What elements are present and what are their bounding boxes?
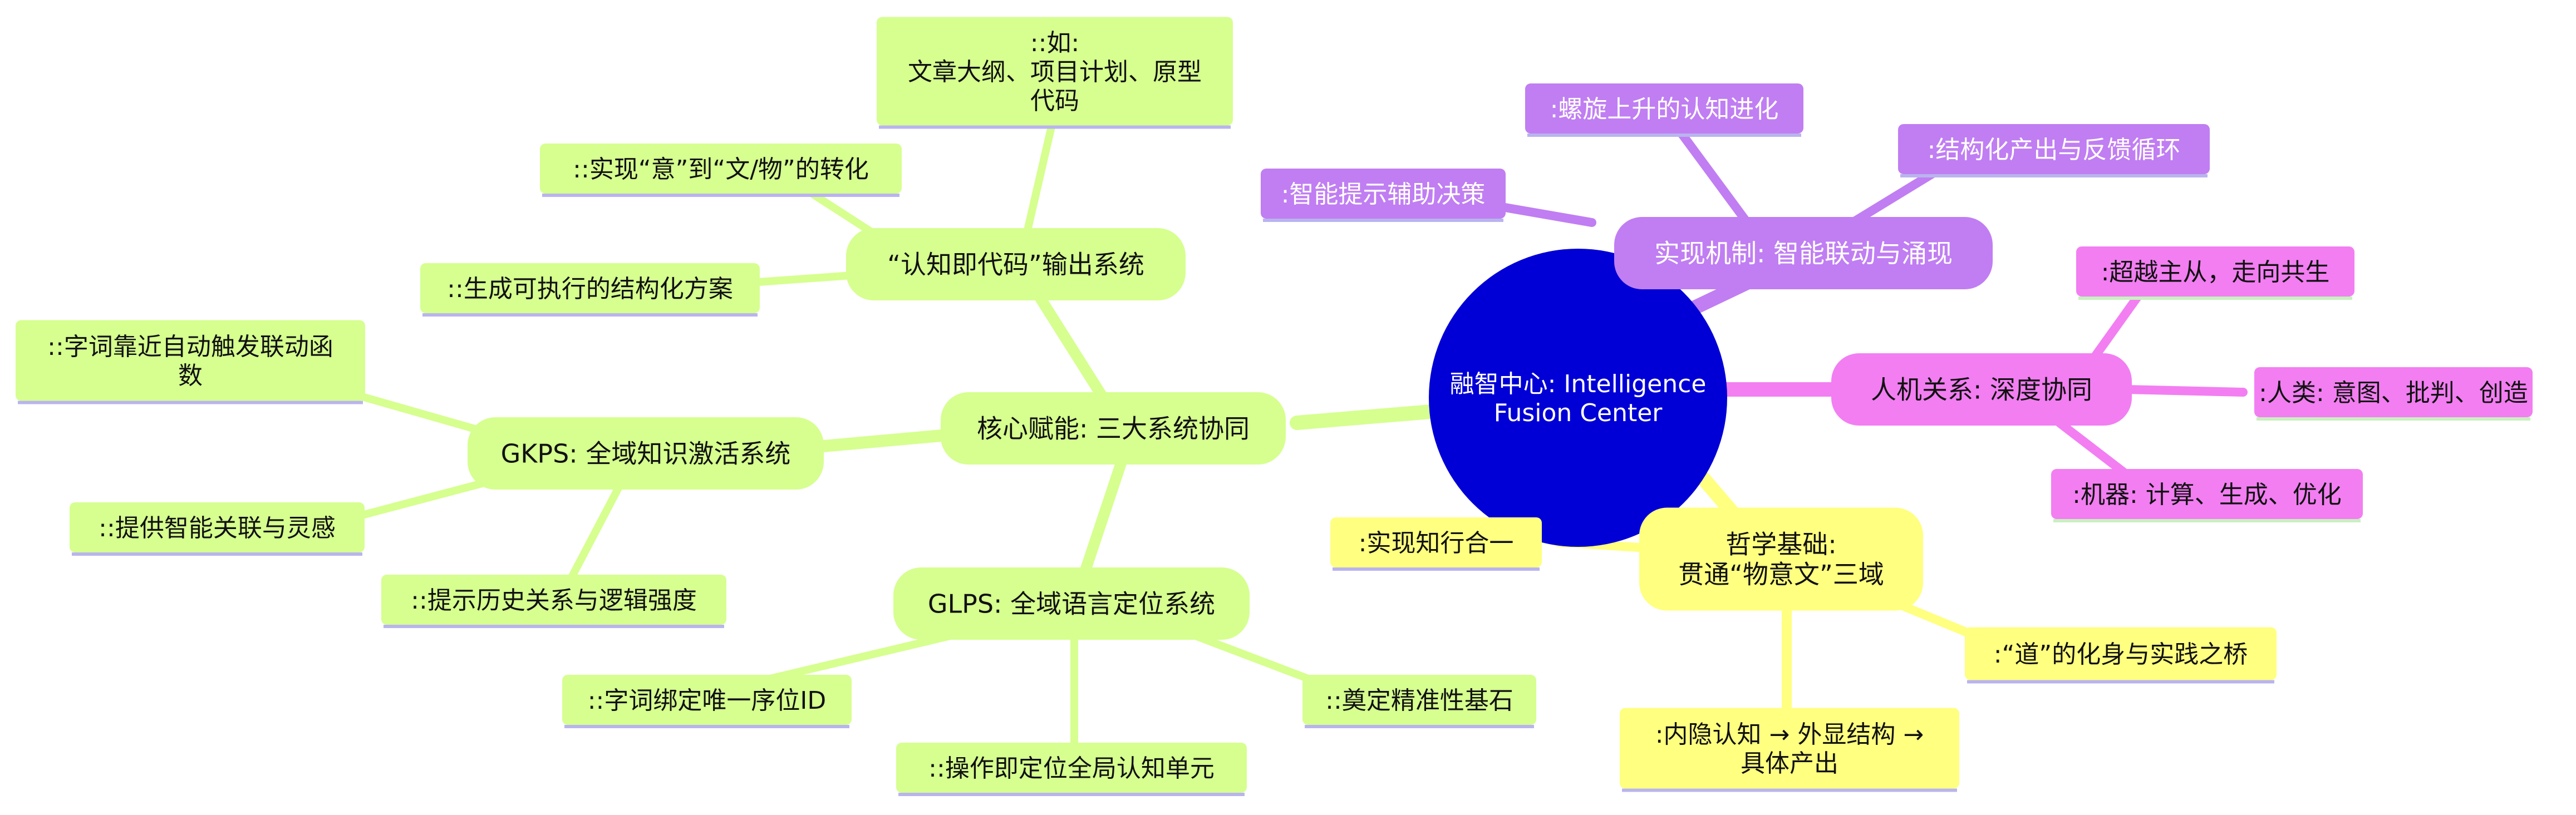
mechanism-leaf-node: :螺旋上升的认知进化 [1525,83,1803,137]
gkps-node: GKPS: 全域知识激活系统 [468,417,824,490]
output-leaf-node-shape [877,17,1233,126]
relation-node: 人机关系: 深度协同 [1831,353,2132,426]
mechanism-leaf-node: :智能提示辅助决策 [1261,169,1506,222]
philosophy-node-text: 贯通“物意文”三域 [1678,560,1884,590]
edge-center-core [1290,404,1438,430]
relation-leaf-node: :机器: 计算、生成、优化 [2051,469,2363,522]
gkps-leaf-node-text: 数 [178,362,203,390]
mechanism-leaf-node-text: :结构化产出与反馈循环 [1928,136,2181,164]
glps-leaf-node: ::操作即定位全局认知单元 [896,743,1247,796]
output-leaf-node-shape [420,263,760,313]
mechanism-leaf-node-shape [1261,169,1506,219]
output-system-node-shape [846,228,1186,300]
mechanism-node-text: 实现机制: 智能联动与涌现 [1654,239,1953,269]
philosophy-leaf-node-shape [1330,517,1542,567]
gkps-node-text: GKPS: 全域知识激活系统 [501,439,791,469]
mechanism-leaf-node: :结构化产出与反馈循环 [1898,124,2210,177]
philosophy-node: 哲学基础:贯通“物意文”三域 [1639,507,1923,611]
gkps-leaf-node: ::提供智能关联与灵感 [70,502,365,556]
glps-leaf-node-shape [1302,675,1536,725]
glps-node-text: GLPS: 全域语言定位系统 [928,589,1215,619]
relation-leaf-node-shape [2254,367,2533,417]
relation-leaf-node-text: :人类: 意图、批判、创造 [2259,379,2528,407]
output-leaf-node-text: 文章大纲、项目计划、原型 [908,58,1202,86]
gkps-node-shape [468,417,824,490]
philosophy-leaf-node-shape [1965,627,2277,680]
relation-leaf-node-shape [2076,246,2354,297]
gkps-leaf-node: ::提示历史关系与逻辑强度 [381,575,726,628]
philosophy-leaf-node-text: :内隐认知 → 外显结构 → [1655,720,1924,749]
glps-leaf-node-shape [562,675,852,725]
philosophy-node-shape [1639,507,1923,611]
center-node-shape [1429,249,1727,547]
mechanism-leaf-node-text: :螺旋上升的认知进化 [1550,95,1779,124]
output-leaf-node-text: ::实现“意”到“文/物”的转化 [573,155,869,184]
mechanism-node: 实现机制: 智能联动与涌现 [1614,217,1993,289]
philosophy-leaf-node: :“道”的化身与实践之桥 [1965,627,2277,684]
relation-leaf-node-text: :超越主从，走向共生 [2101,258,2330,287]
core-node-text: 核心赋能: 三大系统协同 [977,414,1250,444]
mechanism-leaf-node-text: :智能提示辅助决策 [1281,180,1486,209]
center-node-text: Fusion Center [1494,399,1663,427]
gkps-leaf-node-shape [381,575,726,625]
relation-leaf-node: :人类: 意图、批判、创造 [2254,367,2533,421]
philosophy-leaf-node-shape [1620,708,1959,789]
glps-leaf-node-text: ::奠定精准性基石 [1325,686,1513,715]
mechanism-node-shape [1614,217,1993,289]
relation-node-shape [1831,353,2132,426]
philosophy-leaf-node-text: :“道”的化身与实践之桥 [1994,640,2248,669]
edge-mechanism-leaf [1671,121,1758,235]
core-node-shape [941,392,1286,465]
relation-leaf-node-text: :机器: 计算、生成、优化 [2072,481,2342,509]
glps-node: GLPS: 全域语言定位系统 [893,567,1250,640]
glps-leaf-node-shape [896,743,1247,793]
output-system-node: “认知即代码”输出系统 [846,228,1186,300]
core-node: 核心赋能: 三大系统协同 [941,392,1286,465]
output-leaf-node-text: ::生成可执行的结构化方案 [447,275,733,303]
edge-relation-leaf [2122,385,2248,397]
glps-leaf-node: ::奠定精准性基石 [1302,675,1536,728]
output-leaf-node: ::实现“意”到“文/物”的转化 [540,144,902,197]
gkps-leaf-node-shape [70,502,365,552]
output-leaf-node: ::生成可执行的结构化方案 [420,263,760,317]
glps-leaf-node: ::字词绑定唯一序位ID [562,675,852,728]
gkps-leaf-node-text: ::字词靠近自动触发联动函 [47,333,333,361]
center-node-text: 融智中心: Intelligence [1450,370,1707,398]
glps-node-shape [893,567,1250,640]
mechanism-leaf-node-shape [1525,83,1803,134]
philosophy-node-text: 哲学基础: [1725,529,1837,559]
relation-leaf-node-shape [2051,469,2363,519]
gkps-leaf-node-text: ::提示历史关系与逻辑强度 [411,586,697,615]
output-leaf-node-text: ::如: [1030,29,1079,57]
relation-leaf-node: :超越主从，走向共生 [2076,246,2354,300]
gkps-leaf-node-shape [16,320,365,401]
glps-leaf-node-text: ::操作即定位全局认知单元 [928,754,1215,783]
philosophy-leaf-node: :实现知行合一 [1330,517,1542,571]
glps-leaf-node-text: ::字词绑定唯一序位ID [588,686,827,715]
output-leaf-node-text: 代码 [1030,87,1079,115]
philosophy-leaf-node-text: 具体产出 [1741,749,1838,778]
output-system-node-text: “认知即代码”输出系统 [887,250,1144,280]
relation-node-text: 人机关系: 深度协同 [1871,375,2092,405]
philosophy-leaf-node: :内隐认知 → 外显结构 →具体产出 [1620,708,1959,792]
philosophy-leaf-node-text: :实现知行合一 [1359,529,1514,557]
mechanism-leaf-node-shape [1898,124,2210,174]
gkps-leaf-node-text: ::提供智能关联与灵感 [99,514,336,542]
output-leaf-node-shape [540,144,902,194]
